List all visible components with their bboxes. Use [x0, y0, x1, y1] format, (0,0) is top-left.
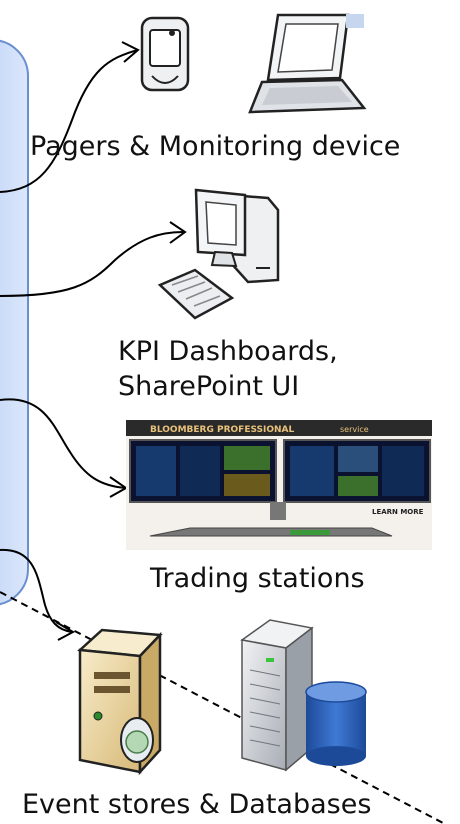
arrowhead-pagers	[121, 41, 140, 63]
arrowhead-kpi	[169, 221, 187, 244]
label-event-stores-databases: Event stores & Databases	[22, 789, 372, 820]
banner-cta-text: LEARN MORE	[372, 508, 424, 516]
arrow-to-trading	[0, 398, 127, 489]
laptop-icon	[248, 13, 367, 114]
banner-brand-text: BLOOMBERG PROFESSIONAL	[150, 425, 295, 435]
label-sharepoint-ui: SharePoint UI	[118, 371, 300, 402]
trading-screens-image: BLOOMBERG PROFESSIONAL service LEARN MOR…	[126, 420, 432, 550]
source-panel	[0, 39, 29, 606]
arrowhead-stores	[55, 621, 76, 641]
database-server-icon	[240, 619, 367, 772]
arrow-to-pagers	[0, 49, 139, 193]
label-pagers-monitoring: Pagers & Monitoring device	[30, 131, 401, 162]
label-trading-stations: Trading stations	[150, 563, 365, 594]
arrow-to-stores	[0, 548, 73, 633]
server-icon	[77, 628, 163, 776]
label-kpi-dashboards: KPI Dashboards,	[118, 336, 338, 367]
pda-icon	[140, 16, 190, 92]
arrow-to-kpi	[0, 231, 184, 297]
desktop-computer-icon	[157, 188, 280, 320]
banner-suffix-text: service	[340, 425, 369, 434]
